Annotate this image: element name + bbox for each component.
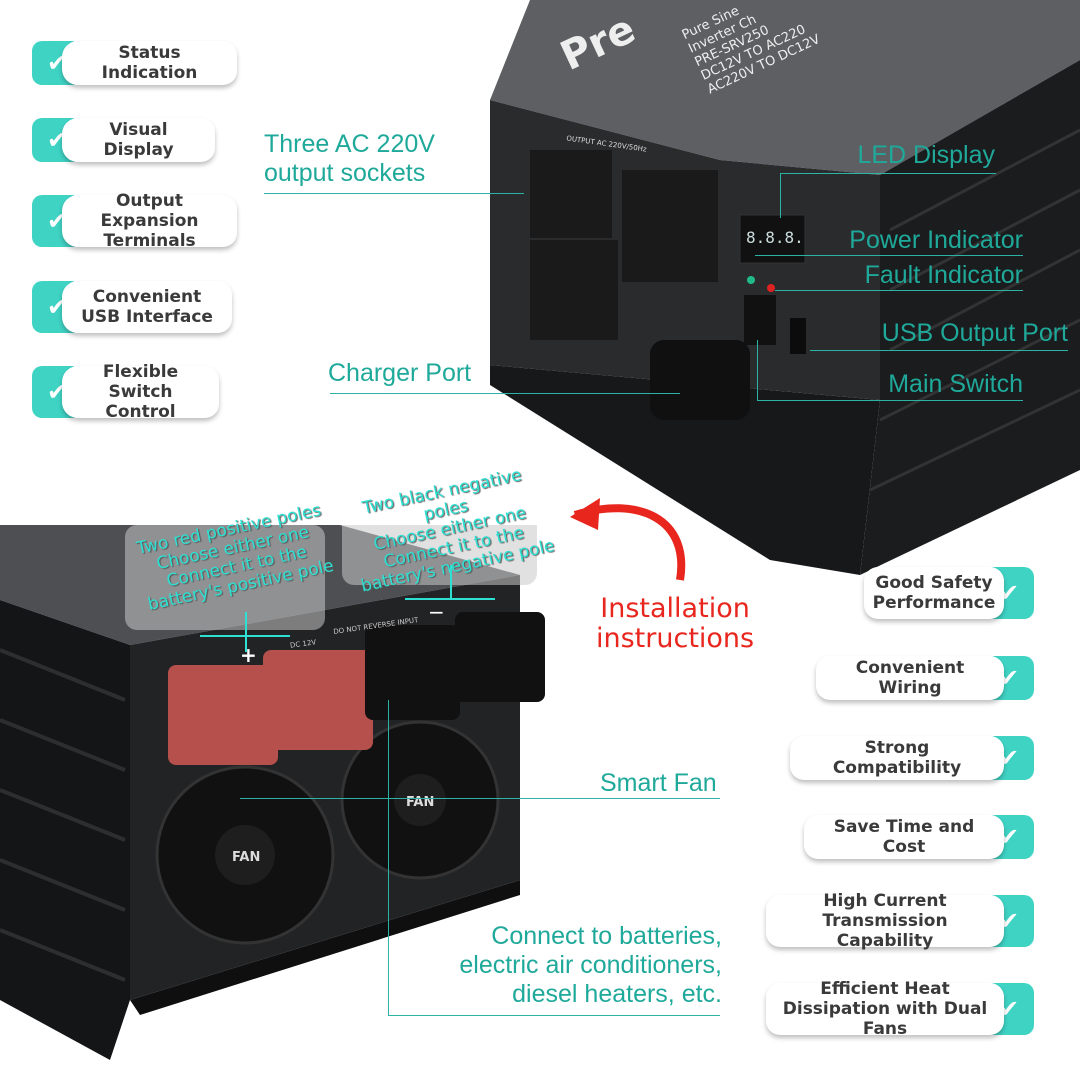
callout-led: LED Display <box>857 141 995 169</box>
callout-charger: Charger Port <box>328 359 472 387</box>
fan-label: FAN <box>232 850 261 865</box>
power-led <box>747 276 755 284</box>
ac-socket <box>622 170 718 282</box>
ac-socket <box>530 150 612 238</box>
negative-terminal <box>455 612 545 702</box>
feature-badge: ✔Visual Display <box>32 118 215 162</box>
callout-sockets: Three AC 220V output sockets <box>264 130 435 187</box>
callout-fault: Fault Indicator <box>864 261 1023 289</box>
feature-badge: ✔Output Expansion Terminals <box>32 191 237 251</box>
positive-terminal <box>263 650 373 750</box>
fault-led <box>767 284 775 292</box>
callout-usb: USB Output Port <box>881 319 1068 347</box>
feature-badge: ✔Status Indication <box>32 41 237 85</box>
main-switch <box>744 295 776 345</box>
minus-sign: − <box>428 600 445 624</box>
feature-badge: ✔Flexible Switch Control <box>32 362 219 422</box>
callout-power: Power Indicator <box>849 226 1023 254</box>
callout-fan: Smart Fan <box>600 769 717 797</box>
charger-port <box>650 340 750 420</box>
positive-terminal <box>168 665 278 765</box>
led-display: 8.8.8. <box>746 228 804 247</box>
usb-port <box>790 318 806 354</box>
feature-badge: ✔Strong Compatibility <box>790 736 1034 780</box>
feature-badge: ✔High Current Transmission Capability <box>766 891 1034 951</box>
feature-badge: ✔Good Safety Performance <box>864 567 1034 619</box>
feature-badge: ✔Save Time and Cost <box>804 815 1034 859</box>
feature-badge: ✔Convenient Wiring <box>816 656 1034 700</box>
plus-sign: + <box>240 643 257 667</box>
feature-badge: ✔Efficient Heat Dissipation with Dual Fa… <box>766 979 1034 1039</box>
callout-switch: Main Switch <box>888 370 1023 398</box>
negative-terminal <box>365 625 460 720</box>
feature-badge: ✔Convenient USB Interface <box>32 281 232 333</box>
callout-connect: Connect to batteries,electric air condit… <box>459 922 722 1008</box>
ac-socket <box>530 240 618 340</box>
